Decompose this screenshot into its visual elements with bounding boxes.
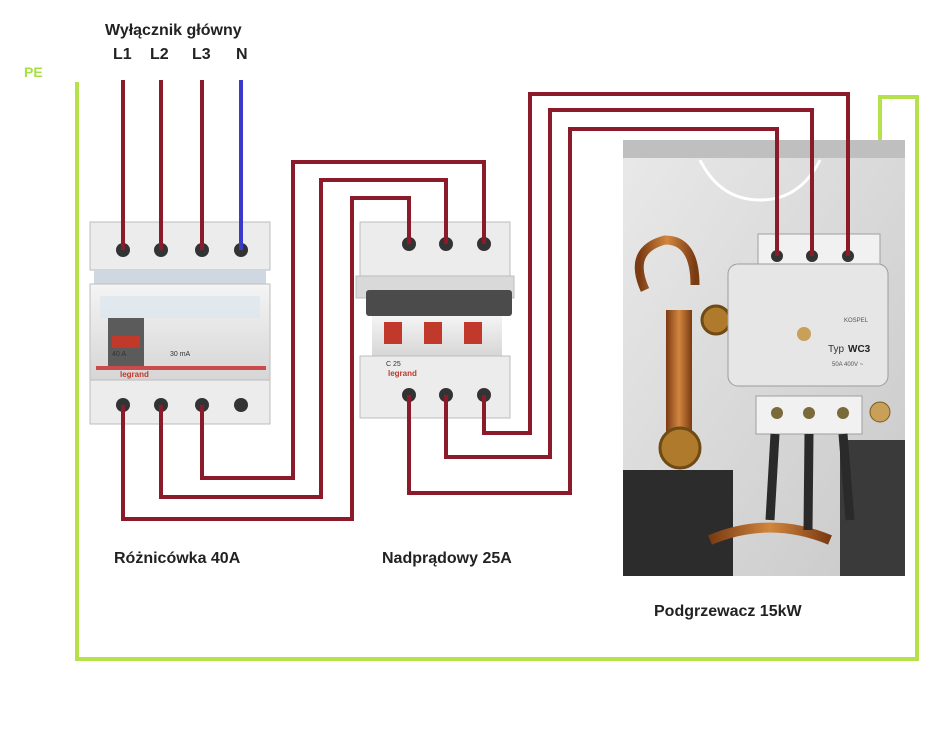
pe-label: PE <box>24 64 43 80</box>
heater-device: KOSPEL Typ WC3 50A 400V ~ <box>623 140 905 576</box>
rcd-brand-text: legrand <box>120 370 149 379</box>
heater-model-prefix-text: Typ <box>828 344 845 355</box>
n-label: N <box>236 46 248 63</box>
main-switch-label: Wyłącznik główny <box>105 22 242 39</box>
l3-label: L3 <box>192 46 211 63</box>
heater-brand-text: KOSPEL <box>844 318 869 324</box>
rcd-sensitivity-text: 30 mA <box>170 351 191 358</box>
mcb-device: legrand C 25 <box>355 221 515 419</box>
mcb-to-heater-wires <box>407 92 850 495</box>
rcd-label: Różnicówka 40A <box>114 550 241 567</box>
mcb-curve-text: C 25 <box>386 361 401 368</box>
supply-wires <box>121 80 204 250</box>
rcd-rating-text: 40 A <box>112 351 126 358</box>
mcb-brand-text: legrand <box>388 369 417 378</box>
heater-label: Podgrzewacz 15kW <box>654 603 802 620</box>
mcb-label: Nadprądowy 25A <box>382 550 512 567</box>
pe-wire <box>75 82 919 661</box>
rcd-device: legrand 40 A 30 mA <box>89 221 271 425</box>
rcd-to-mcb-wires <box>121 160 486 521</box>
heater-spec-text: 50A 400V ~ <box>832 362 864 368</box>
heater-model-text: WC3 <box>848 344 871 355</box>
l1-label: L1 <box>113 46 132 63</box>
l2-label: L2 <box>150 46 169 63</box>
